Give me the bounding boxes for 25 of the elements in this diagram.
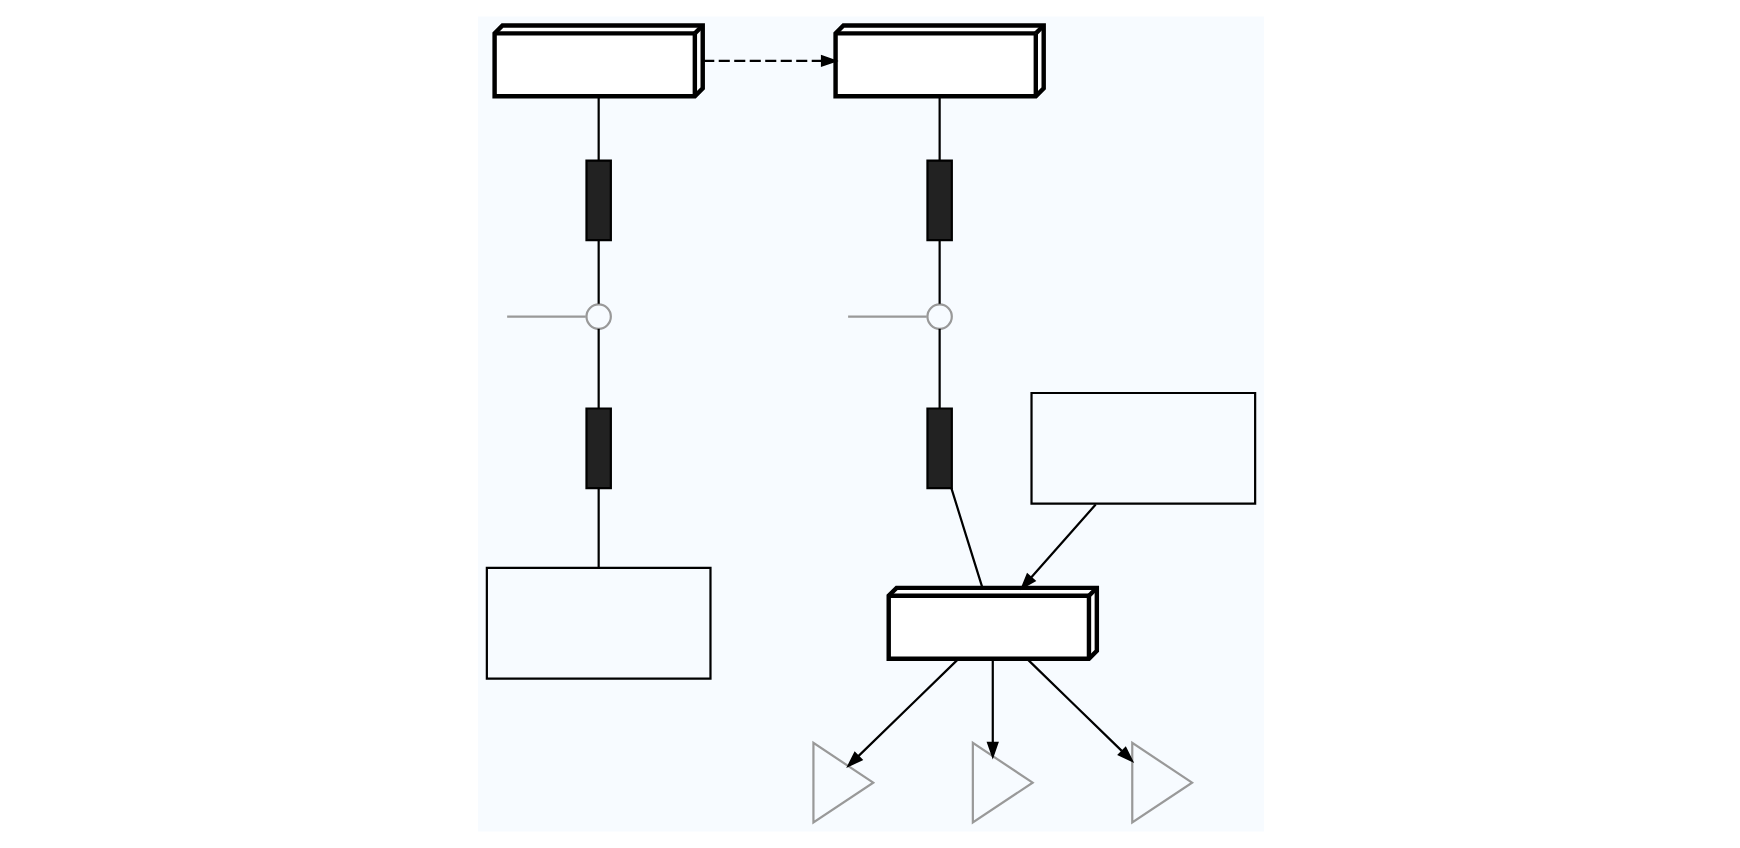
connector — [596, 96, 599, 161]
node-circle — [925, 303, 952, 330]
connector — [949, 488, 983, 588]
node-triangle — [811, 740, 875, 825]
connector — [937, 328, 940, 409]
arrow — [845, 658, 958, 768]
connector — [847, 315, 926, 318]
connector — [937, 96, 940, 161]
connector — [506, 315, 585, 318]
arrow — [985, 659, 998, 760]
connector — [596, 240, 599, 304]
node-bar — [584, 407, 611, 490]
arrow — [1025, 658, 1134, 763]
node-triangle — [1130, 740, 1194, 825]
node-bar — [584, 159, 611, 242]
node-box — [484, 566, 711, 680]
node-box — [1029, 391, 1256, 505]
node-circle — [584, 303, 611, 330]
connector — [596, 488, 599, 568]
arrow — [702, 54, 838, 68]
node-bar — [925, 159, 952, 242]
node-bar — [925, 407, 952, 490]
arrow — [1018, 503, 1096, 591]
connector — [937, 240, 940, 304]
connector — [596, 328, 599, 409]
